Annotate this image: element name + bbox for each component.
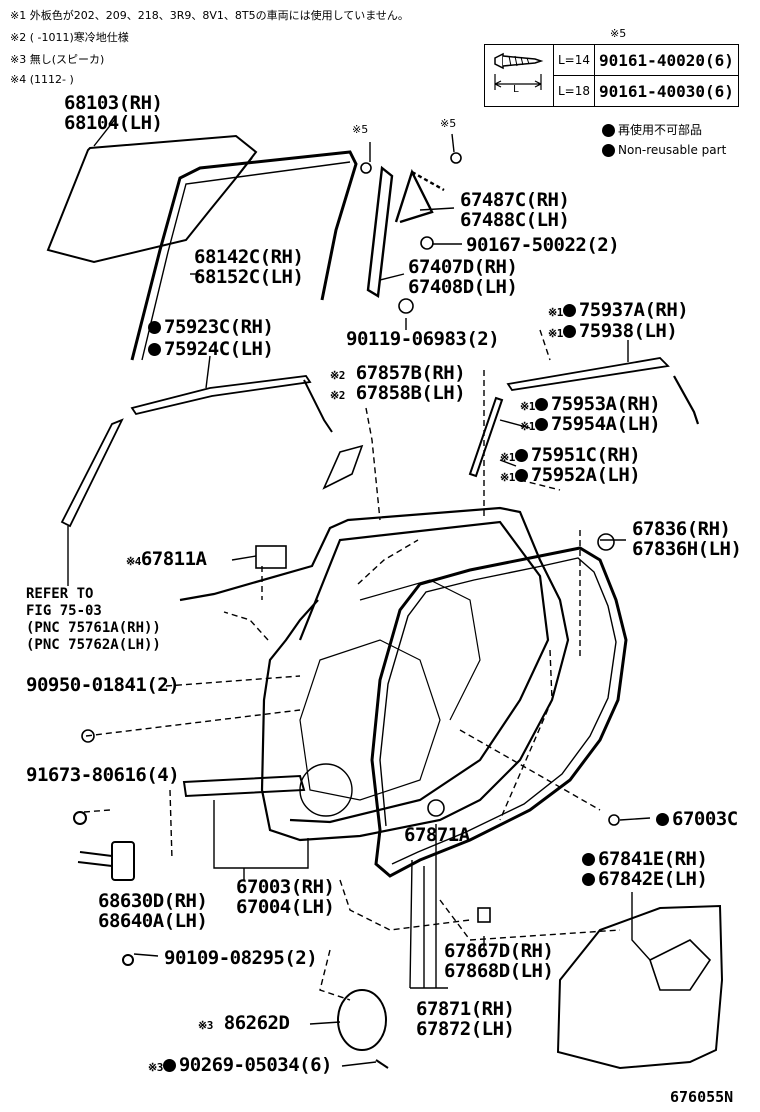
fastener-table: L L=14 90161-40020(6) L=18 90161-40030(6…: [484, 44, 739, 107]
non-reusable-dot-icon: [582, 873, 595, 886]
table-length-2: L=18: [552, 75, 596, 107]
belt-moulding-drawing: [130, 375, 312, 416]
label-67871a[interactable]: 67871A: [404, 824, 470, 846]
non-reusable-dot-icon: [534, 418, 548, 431]
label-67867[interactable]: 67867D(RH): [444, 940, 554, 962]
label-75924[interactable]: 75924C(LH): [148, 340, 274, 359]
label-90950[interactable]: 90950-01841(2): [26, 674, 180, 696]
legend-jp: 再使用不可部品: [602, 124, 702, 137]
label-68103[interactable]: 68103(RH): [64, 92, 163, 114]
label-67004[interactable]: 67004(LH): [236, 896, 335, 918]
rear-division-drawing: [366, 165, 445, 298]
non-reusable-dot-icon: [514, 469, 528, 482]
refer-to-line4: (PNC 75762A(LH)): [26, 637, 161, 653]
label-68152[interactable]: 68152C(LH): [194, 266, 304, 288]
table-part-2[interactable]: 90161-40030(6): [594, 75, 739, 107]
figure-number: 676055N: [670, 1088, 734, 1106]
non-reusable-dot-icon: [602, 124, 615, 137]
refer-to-line3: (PNC 75761A(RH)): [26, 620, 161, 636]
note-4: ※4 (1112- ): [10, 73, 74, 86]
label-67408[interactable]: 67408D(LH): [408, 276, 518, 298]
label-86262[interactable]: ※3 86262D: [198, 1012, 290, 1034]
non-reusable-dot-icon: [656, 813, 669, 826]
label-67871[interactable]: 67871(RH): [416, 998, 515, 1020]
marker-5b: ※5: [440, 117, 457, 130]
label-67487[interactable]: 67487C(RH): [460, 189, 570, 211]
non-reusable-dot-icon: [582, 853, 595, 866]
run-channel-drawing: [130, 150, 358, 361]
table-length-1: L=14: [552, 44, 596, 76]
label-67841[interactable]: 67841E(RH): [582, 850, 708, 869]
length-label: L: [513, 84, 520, 95]
marker-5a: ※5: [352, 123, 369, 136]
note-2: ※2 ( -1011)寒冷地仕様: [10, 31, 129, 44]
label-68104[interactable]: 68104(LH): [64, 112, 163, 134]
label-67858[interactable]: ※2 67858B(LH): [330, 382, 466, 404]
leader-lines: [67, 117, 651, 1067]
non-reusable-dot-icon: [162, 1059, 176, 1072]
label-67836[interactable]: 67836(RH): [632, 518, 731, 540]
label-67003[interactable]: 67003(RH): [236, 876, 335, 898]
note-3: ※3 無し(スピーカ): [10, 53, 105, 66]
screw-icon: L: [484, 44, 554, 107]
label-90167[interactable]: 90167-50022(2): [466, 234, 620, 256]
speaker-drawing: [337, 989, 387, 1051]
label-90119[interactable]: 90119-06983(2): [346, 328, 500, 350]
refer-to-line1: REFER TO: [26, 586, 94, 602]
label-67868[interactable]: 67868D(LH): [444, 960, 554, 982]
non-reusable-dot-icon: [534, 398, 548, 411]
label-68142[interactable]: 68142C(RH): [194, 246, 304, 268]
label-67872[interactable]: 67872(LH): [416, 1018, 515, 1040]
weatherstrip-drawing: [60, 418, 124, 528]
door-panel-drawing: [179, 506, 570, 842]
note-1: ※1 外板色が202、209、218、3R9、8V1、8T5の車両には使用してい…: [10, 9, 409, 22]
label-67857[interactable]: ※2 67857B(RH): [330, 362, 466, 384]
label-68640[interactable]: 68640A(LH): [98, 910, 208, 932]
label-75923[interactable]: 75923C(RH): [148, 318, 274, 337]
label-67003c[interactable]: 67003C: [656, 810, 738, 829]
refer-to-line2[interactable]: FIG 75-03: [26, 603, 102, 619]
label-68630[interactable]: 68630D(RH): [98, 890, 208, 912]
label-67407[interactable]: 67407D(RH): [408, 256, 518, 278]
table-part-1[interactable]: 90161-40020(6): [594, 44, 739, 76]
legend-en: Non-reusable part: [602, 144, 726, 157]
non-reusable-dot-icon: [514, 449, 528, 462]
service-hole-cover: [556, 904, 724, 1070]
non-reusable-dot-icon: [562, 325, 576, 338]
table-marker: ※5: [610, 27, 627, 40]
non-reusable-dot-icon: [562, 304, 576, 317]
non-reusable-dot-icon: [148, 343, 161, 356]
label-67811[interactable]: ※467811A: [126, 548, 207, 570]
label-91673[interactable]: 91673-80616(4): [26, 764, 180, 786]
label-67842[interactable]: 67842E(LH): [582, 870, 708, 889]
door-glass-drawing: [46, 134, 258, 264]
label-67488[interactable]: 67488C(LH): [460, 209, 570, 231]
door-weatherstrip-ring: [370, 546, 628, 878]
non-reusable-dot-icon: [148, 321, 161, 334]
hinge-drawing: [73, 811, 135, 966]
label-67836h[interactable]: 67836H(LH): [632, 538, 742, 560]
non-reusable-dot-icon: [602, 144, 615, 157]
label-90109[interactable]: 90109-08295(2): [164, 947, 318, 969]
